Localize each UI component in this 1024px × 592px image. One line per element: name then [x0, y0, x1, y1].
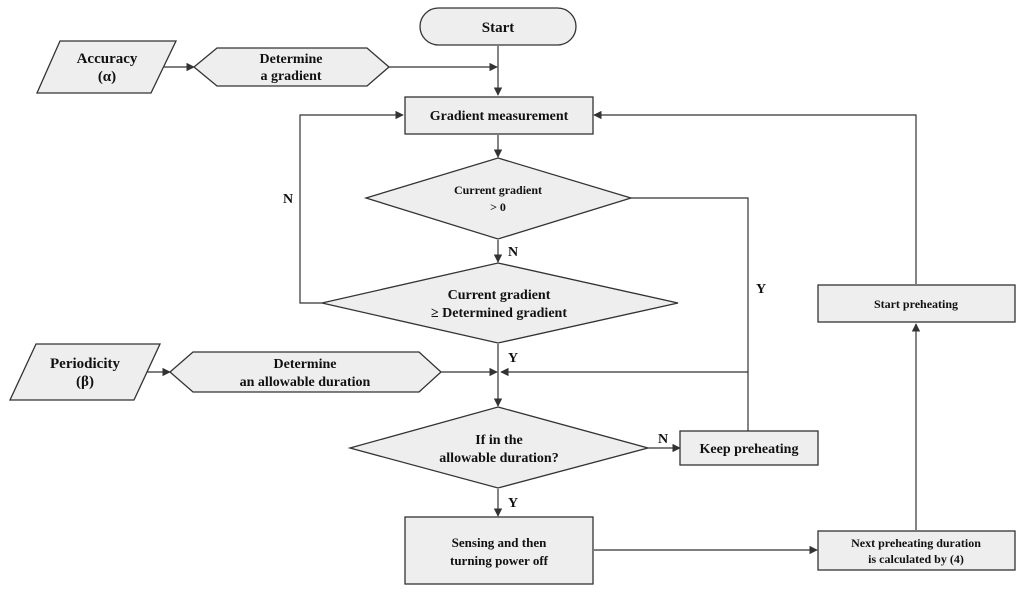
label-ge-yes: Y	[508, 351, 518, 366]
determine-gradient-line2: a gradient	[260, 69, 321, 84]
accuracy-input: Accuracy (α)	[36, 40, 178, 94]
determine-gradient-node: Determine a gradient	[192, 47, 390, 87]
label-allowable-no: N	[658, 432, 668, 447]
label-ge-no: N	[283, 192, 293, 207]
ge-line2: ≥ Determined gradient	[431, 306, 567, 321]
edge-gt0-yes	[500, 197, 749, 377]
determine-gradient-line1: Determine	[260, 52, 323, 67]
determine-duration-line1: Determine	[274, 357, 337, 372]
next-preheating-line1: Next preheating duration	[851, 536, 981, 550]
gradient-measurement-node: Gradient measurement	[404, 96, 594, 135]
gt0-line2: > 0	[490, 200, 506, 214]
edge-start-preheating-loop	[593, 110, 917, 284]
start-node: Start	[419, 7, 577, 46]
next-preheating-node: Next preheating duration is calculated b…	[817, 530, 1016, 571]
start-preheating-node: Start preheating	[817, 284, 1016, 323]
periodicity-input: Periodicity (β)	[8, 343, 162, 401]
start-preheating-label: Start preheating	[874, 297, 958, 311]
edge-ge-no-loop	[299, 110, 404, 304]
determine-duration-node: Determine an allowable duration	[169, 351, 442, 393]
gradient-measurement-label: Gradient measurement	[430, 109, 569, 124]
accuracy-label-line2: (α)	[98, 69, 116, 85]
label-gt0-no: N	[508, 245, 518, 260]
allowable-line2: allowable duration?	[439, 451, 558, 466]
label-allowable-yes: Y	[508, 496, 518, 511]
determine-duration-line2: an allowable duration	[240, 375, 371, 390]
label-gt0-yes: Y	[756, 282, 766, 297]
allowable-decision: If in the allowable duration?	[347, 406, 651, 489]
next-preheating-line2: is calculated by (4)	[868, 552, 964, 566]
sensing-line2: turning power off	[450, 553, 549, 568]
periodicity-line2: (β)	[76, 374, 94, 390]
keep-preheating-label: Keep preheating	[700, 442, 799, 457]
keep-preheating-node: Keep preheating	[679, 430, 819, 466]
sensing-line1: Sensing and then	[452, 535, 547, 550]
gt0-line1: Current gradient	[454, 183, 542, 197]
allowable-line1: If in the	[475, 433, 522, 448]
accuracy-label-line1: Accuracy	[77, 51, 138, 67]
ge-decision: Current gradient ≥ Determined gradient	[321, 262, 679, 344]
gt0-decision: Current gradient > 0	[363, 157, 634, 240]
start-label: Start	[482, 20, 515, 36]
ge-line1: Current gradient	[448, 288, 551, 303]
connectors	[146, 46, 921, 555]
periodicity-line1: Periodicity	[50, 356, 120, 372]
sensing-node: Sensing and then turning power off	[404, 516, 594, 585]
